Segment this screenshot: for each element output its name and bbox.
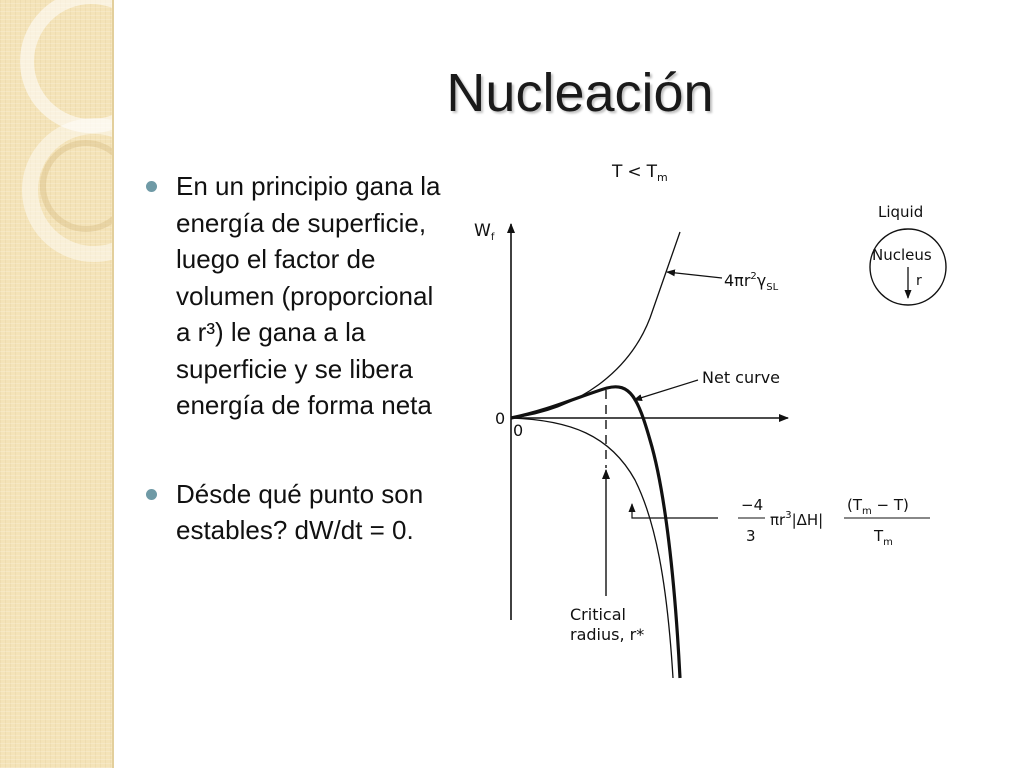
volume-term-formula: −4 3 πr3|ΔH| (Tm − T) Tm bbox=[738, 496, 930, 548]
slide-title: Nucleación bbox=[446, 63, 714, 123]
bullet-dot-icon bbox=[146, 488, 157, 500]
surface-term-pointer bbox=[666, 269, 723, 279]
formula-denominator: Tm bbox=[873, 527, 893, 548]
net-curve-pointer bbox=[633, 379, 699, 401]
surface-term-label: 4πr2γSL bbox=[724, 271, 779, 293]
bullet-list: En un principio gana la energía de super… bbox=[146, 168, 446, 549]
nucleus-circle bbox=[869, 228, 947, 306]
decorative-sidebar bbox=[0, 0, 114, 768]
nucleation-energy-diagram: T<Tm Wf 0 0 4πr2γSL Net curve −4 3 πr3|Δ… bbox=[474, 162, 947, 679]
net-curve-label: Net curve bbox=[702, 368, 780, 387]
y-zero-label: 0 bbox=[495, 409, 505, 428]
formula-three: 3 bbox=[746, 527, 756, 545]
critical-radius-label-line1: Critical bbox=[570, 605, 626, 624]
nucleus-inset: Liquid Nucleus r bbox=[869, 203, 947, 306]
formula-pi-r: πr3|ΔH| bbox=[770, 510, 823, 529]
bullet-text: En un principio gana la energía de super… bbox=[176, 171, 441, 420]
net-energy-curve bbox=[510, 385, 682, 679]
volume-term-pointer bbox=[628, 503, 718, 519]
formula-minus4: −4 bbox=[741, 496, 763, 514]
bullet-item: En un principio gana la energía de super… bbox=[146, 168, 446, 424]
inset-nucleus-label: Nucleus bbox=[872, 246, 932, 264]
inset-radius-label: r bbox=[916, 273, 922, 289]
volume-energy-curve bbox=[510, 417, 674, 679]
inset-liquid-label: Liquid bbox=[878, 203, 923, 221]
bullet-text: Désde qué punto son estables? dW/dt = 0. bbox=[176, 478, 424, 546]
decorative-ring bbox=[40, 140, 112, 232]
y-axis-label: Wf bbox=[474, 221, 495, 243]
decorative-ring bbox=[20, 0, 112, 133]
critical-radius-label-line2: radius, r* bbox=[570, 625, 644, 644]
formula-numerator: (Tm − T) bbox=[847, 496, 909, 517]
temperature-condition-label: T<Tm bbox=[611, 162, 668, 184]
bullet-item: Désde qué punto son estables? dW/dt = 0. bbox=[146, 476, 446, 549]
x-zero-label: 0 bbox=[513, 421, 523, 440]
bullet-dot-icon bbox=[146, 181, 157, 192]
